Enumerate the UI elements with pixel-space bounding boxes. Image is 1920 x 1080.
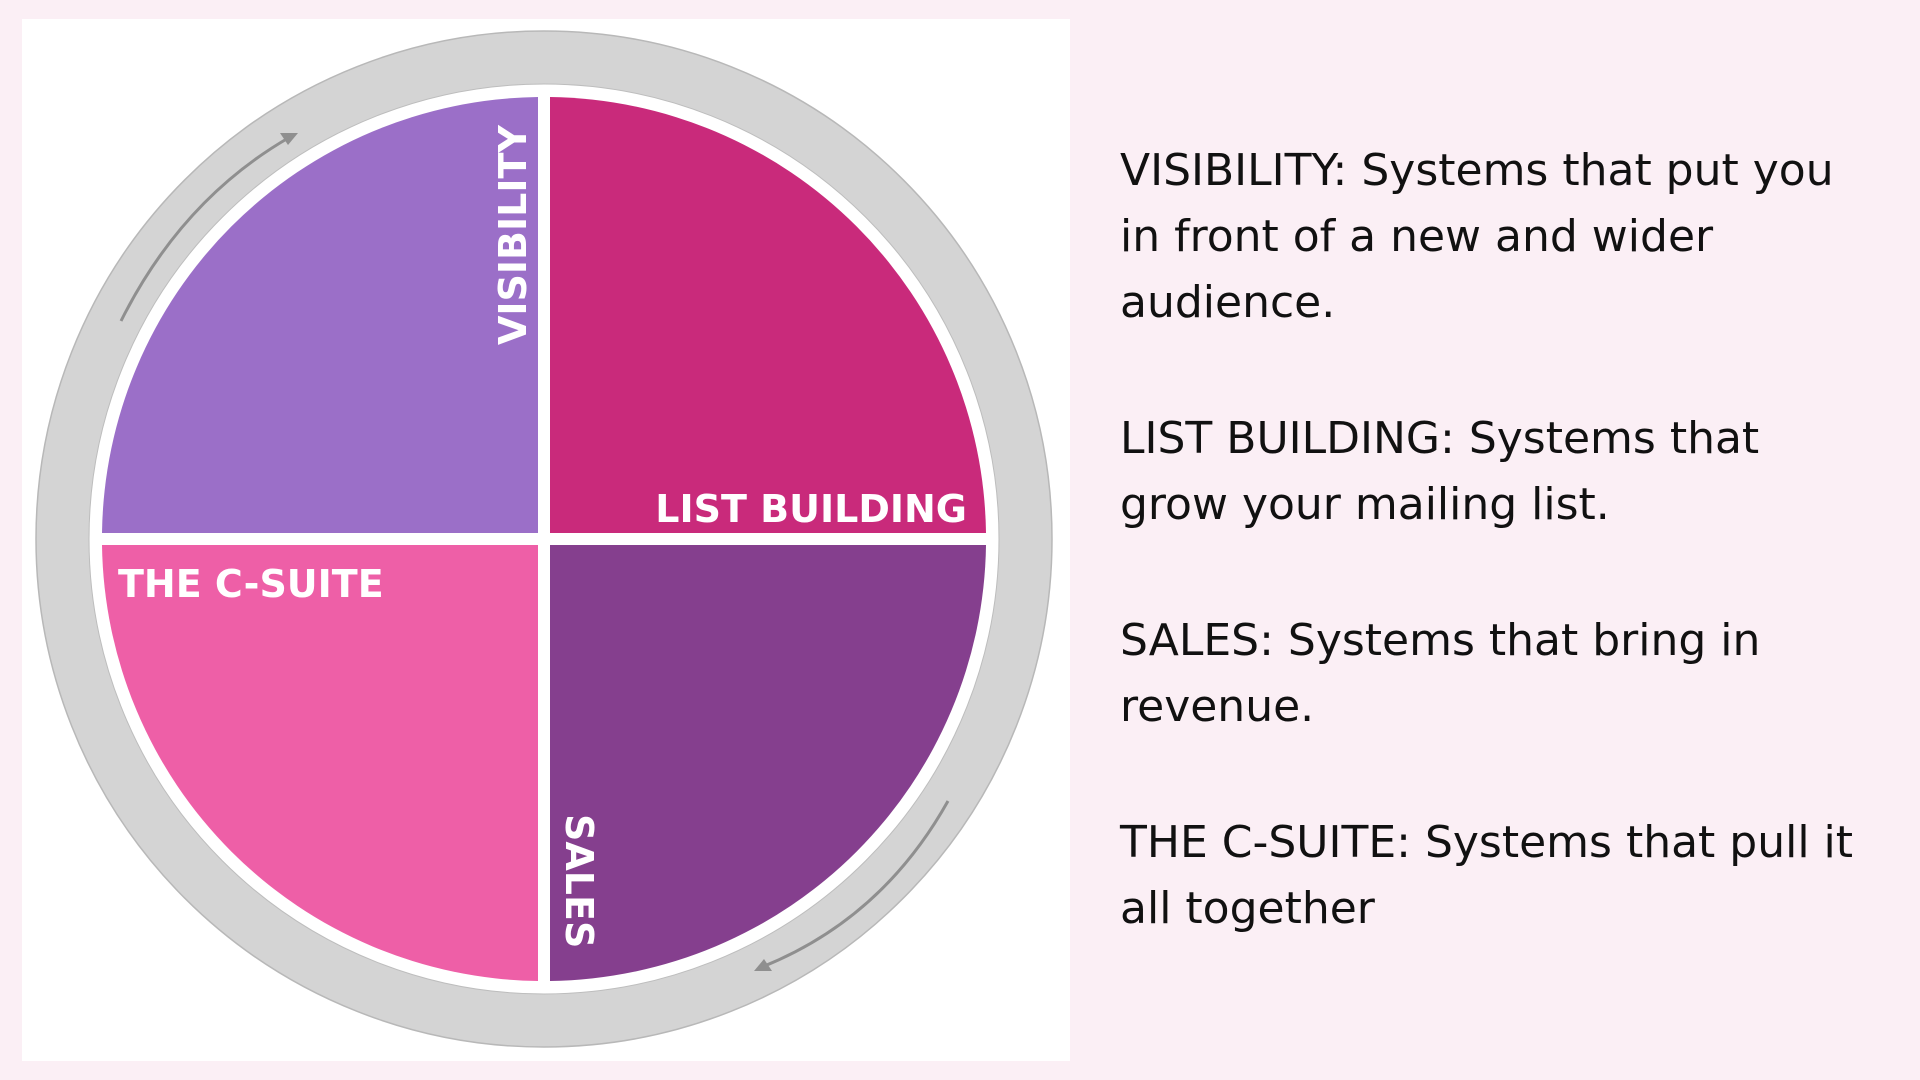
description-visibility: VISIBILITY: Systems that put you in fron… <box>1120 138 1880 336</box>
arrow-clockwise-top <box>119 135 291 322</box>
arrow-clockwise-bottom <box>761 800 950 969</box>
arrow-head-bottom-icon <box>754 959 772 971</box>
term: THE C-SUITE: <box>1120 817 1411 868</box>
systems-wheel: VISIBILITY LIST BUILDING SALES THE C-SUI… <box>35 30 1053 1048</box>
diagram-panel: VISIBILITY LIST BUILDING SALES THE C-SUI… <box>22 19 1070 1061</box>
quadrant-sales <box>550 545 986 981</box>
descriptions: VISIBILITY: Systems that put you in fron… <box>1120 138 1880 1012</box>
term: SALES: <box>1120 615 1274 666</box>
quadrant-c-suite <box>102 545 538 981</box>
label-sales: SALES <box>557 814 601 948</box>
definition: Systems that pull it all together <box>1120 817 1854 934</box>
description-c-suite: THE C-SUITE: Systems that pull it all to… <box>1120 810 1880 942</box>
definition: : Systems that put you in front of a new… <box>1120 145 1834 328</box>
label-visibility: VISIBILITY <box>491 125 535 345</box>
term: LIST BUILDING <box>1120 413 1441 464</box>
quadrant-visibility <box>102 97 538 533</box>
label-c-suite: THE C-SUITE <box>118 562 384 606</box>
description-list-building: LIST BUILDING: Systems that grow your ma… <box>1120 406 1880 538</box>
arrow-head-top-icon <box>280 133 298 145</box>
quadrant-list-building <box>550 97 986 533</box>
label-list-building: LIST BUILDING <box>655 487 967 531</box>
term: VISIBILITY <box>1120 145 1333 196</box>
definition: Systems that bring in revenue. <box>1120 615 1761 732</box>
inner-disc <box>88 83 1000 995</box>
definition: : Systems that grow your mailing list. <box>1120 413 1760 530</box>
description-sales: SALES: Systems that bring in revenue. <box>1120 608 1880 740</box>
